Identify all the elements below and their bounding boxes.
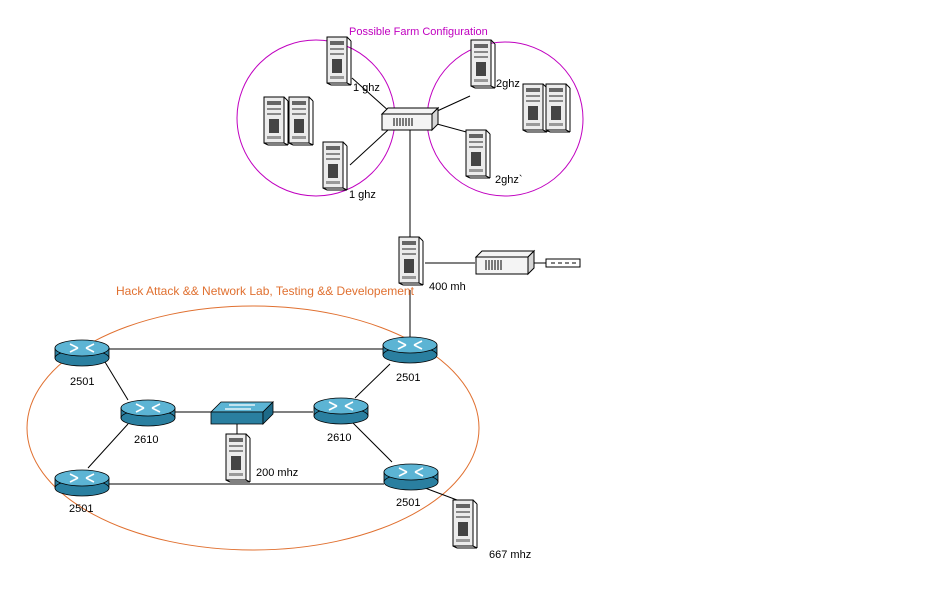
farm-label-top-right: 2ghz bbox=[496, 78, 520, 90]
phone-line-icon bbox=[545, 258, 581, 268]
external-server-667mhz-icon bbox=[452, 499, 478, 549]
farm-server-2ghz-top-icon bbox=[470, 39, 496, 89]
lab-server-label: 200 mhz bbox=[256, 467, 298, 479]
lab-switch-icon bbox=[210, 401, 274, 425]
farm-label-bottom-left: 1 ghz bbox=[349, 189, 376, 201]
router-label-top-right: 2501 bbox=[396, 372, 420, 384]
router-2610-right-icon bbox=[313, 397, 369, 425]
farm-server-left-a-icon bbox=[263, 96, 289, 146]
router-2501-top-left-icon bbox=[54, 339, 110, 367]
router-label-mid-right: 2610 bbox=[327, 432, 351, 444]
external-server-label: 667 mhz bbox=[489, 549, 531, 561]
farm-hub-icon bbox=[381, 107, 439, 131]
farm-server-right-a-icon bbox=[522, 83, 548, 133]
farm-server-1ghz-bottom-icon bbox=[322, 141, 348, 191]
lab-title: Hack Attack && Network Lab, Testing && D… bbox=[116, 284, 415, 298]
router-label-top-left: 2501 bbox=[70, 376, 94, 388]
gateway-server-icon bbox=[398, 236, 424, 286]
farm-server-2ghz-bottom-icon bbox=[465, 129, 491, 179]
router-label-mid-left: 2610 bbox=[134, 434, 158, 446]
farm-server-right-b-icon bbox=[545, 83, 571, 133]
router-2501-bottom-right-icon bbox=[383, 463, 439, 491]
router-2501-top-right-icon bbox=[382, 336, 438, 364]
farm-title: Possible Farm Configuration bbox=[349, 26, 488, 38]
farm-links bbox=[349, 77, 471, 238]
router-2610-left-icon bbox=[120, 399, 176, 427]
farm-server-1ghz-top-icon bbox=[326, 36, 352, 86]
router-2501-bottom-left-icon bbox=[54, 469, 110, 497]
router-label-bottom-left: 2501 bbox=[69, 503, 93, 515]
farm-label-top-left: 1 ghz bbox=[353, 82, 380, 94]
farm-server-left-b-icon bbox=[288, 96, 314, 146]
gateway-label: 400 mh bbox=[429, 281, 466, 293]
lab-server-200mhz-icon bbox=[225, 433, 251, 483]
farm-label-bottom-right: 2ghz` bbox=[495, 174, 523, 186]
lab-boundary-ellipse bbox=[26, 305, 480, 551]
farm-left-cluster-circle bbox=[236, 39, 396, 197]
router-label-bottom-right: 2501 bbox=[396, 497, 420, 509]
modem-icon bbox=[474, 249, 536, 276]
